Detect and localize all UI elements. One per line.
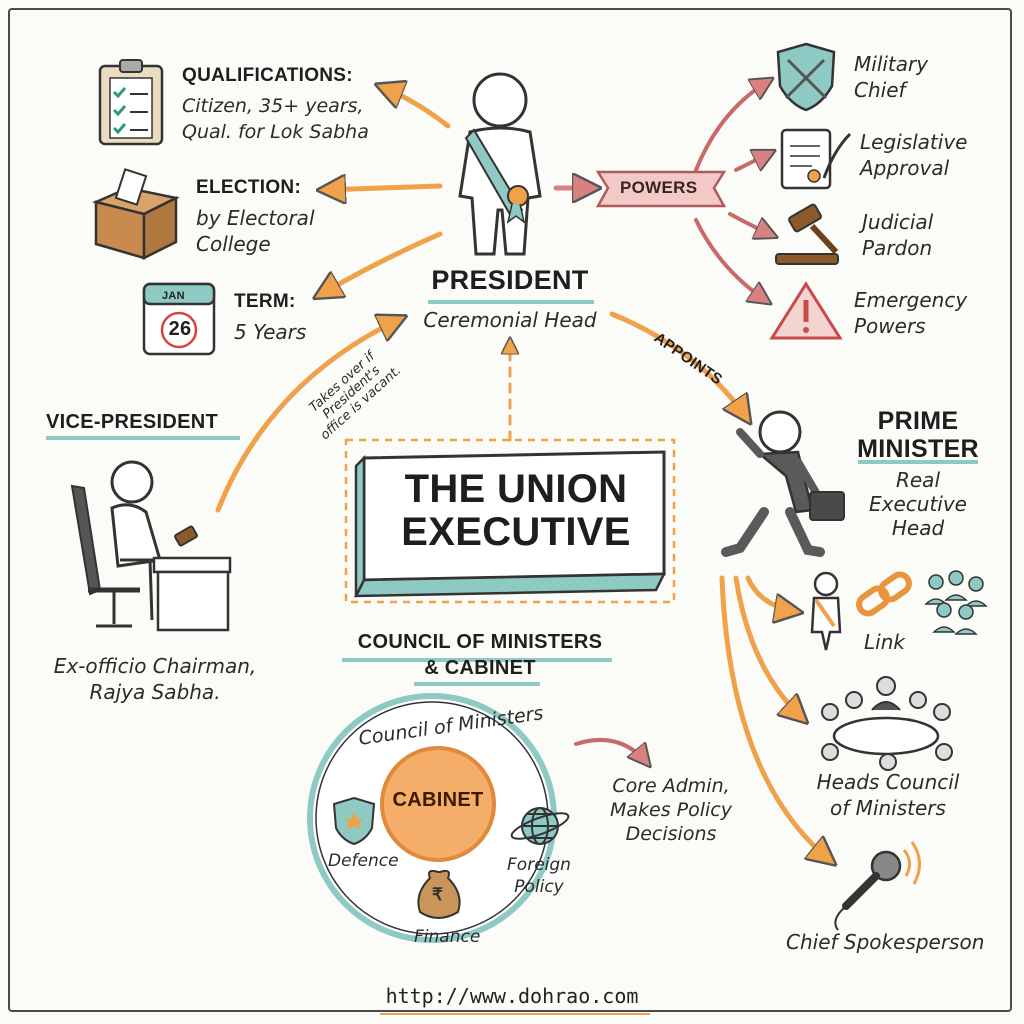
foreign-line2: Policy bbox=[514, 877, 564, 897]
council-heading-line1: COUNCIL OF MINISTERS bbox=[357, 631, 603, 653]
president-arrows bbox=[215, 80, 832, 862]
election-label: ELECTION: bbox=[196, 177, 302, 198]
foreign-line1: Foreign bbox=[507, 855, 571, 875]
council-heading-underline bbox=[342, 658, 612, 686]
core-admin-line1: Core Admin, bbox=[612, 775, 730, 797]
money-bag-icon bbox=[417, 869, 461, 919]
main-title: THE UNION EXECUTIVE bbox=[372, 467, 660, 555]
president-label: PRESIDENT bbox=[431, 265, 589, 295]
president-figure bbox=[458, 72, 542, 256]
arrow-power-legislative bbox=[734, 152, 772, 172]
arrow-vp-to-president bbox=[215, 318, 402, 513]
power-item-4-line2: Powers bbox=[854, 314, 926, 338]
power-item-2-line2: Approval bbox=[860, 156, 950, 180]
arrow-appoints bbox=[609, 311, 748, 420]
power-item-4-line1: Emergency bbox=[854, 288, 968, 312]
power-item-3-line2: Pardon bbox=[862, 236, 933, 260]
qualifications-label: QUALIFICATIONS: bbox=[182, 65, 353, 86]
arrow-pm-spokesperson bbox=[719, 575, 832, 862]
prime-minister-figure bbox=[721, 410, 845, 557]
pm-label-line1: PRIME bbox=[877, 407, 959, 435]
powers-label: POWERS bbox=[620, 178, 698, 197]
arrow-cabinet-core bbox=[574, 737, 648, 764]
core-admin-line3: Decisions bbox=[625, 823, 717, 845]
president-role: Ceremonial Head bbox=[423, 308, 597, 332]
calendar-icon bbox=[142, 282, 216, 356]
warning-icon bbox=[769, 281, 843, 340]
pm-heads-line2: of Ministers bbox=[830, 796, 946, 820]
vp-role-line2: Rajya Sabha. bbox=[89, 680, 221, 704]
ballot-box-icon bbox=[92, 168, 180, 261]
main-title-text: THE UNION EXECUTIVE bbox=[401, 467, 631, 555]
title-box bbox=[344, 438, 676, 604]
pm-label-line2: MINISTER bbox=[857, 435, 979, 463]
election-text-1: by Electoral bbox=[196, 206, 315, 230]
arrow-to-qualifications bbox=[380, 86, 451, 129]
arrow-power-military bbox=[694, 80, 770, 172]
round-table-icon bbox=[821, 676, 953, 771]
powers-banner bbox=[595, 170, 727, 208]
pm-link-label: Link bbox=[864, 630, 905, 654]
calendar-month: JAN bbox=[162, 290, 185, 302]
core-admin-line2: Makes Policy bbox=[610, 799, 732, 821]
finance-label: Finance bbox=[414, 927, 481, 947]
power-item-3-line1: Judicial bbox=[862, 210, 934, 234]
arrow-to-term bbox=[318, 231, 443, 296]
shield-swords-icon bbox=[776, 42, 836, 112]
sash-person-icon bbox=[810, 571, 842, 651]
vice-president-figure bbox=[70, 460, 232, 632]
microphone-icon bbox=[834, 841, 921, 931]
pm-role-line1: Real bbox=[895, 468, 940, 492]
calendar-day: 26 bbox=[168, 318, 192, 340]
page-border bbox=[8, 8, 1012, 1012]
pm-role-line3: Head bbox=[891, 516, 945, 540]
vice-president-label: VICE-PRESIDENT bbox=[46, 411, 219, 433]
pm-role-line2: Executive bbox=[869, 492, 967, 516]
chain-link-icon bbox=[856, 571, 912, 617]
globe-icon bbox=[510, 807, 570, 845]
footer-url[interactable]: http://www.dohrao.com bbox=[385, 984, 639, 1008]
rupee-symbol: ₹ bbox=[432, 885, 444, 904]
vp-role-line1: Ex-officio Chairman, bbox=[53, 654, 257, 678]
gavel-icon bbox=[775, 203, 839, 265]
clipboard-icon bbox=[98, 59, 164, 146]
pm-heads-line1: Heads Council bbox=[816, 770, 960, 794]
council-heading-line2: & CABINET bbox=[424, 657, 536, 679]
qualifications-text-2: Qual. for Lok Sabha bbox=[182, 121, 369, 143]
term-label: TERM: bbox=[234, 291, 296, 312]
power-item-1-line2: Chief bbox=[854, 78, 906, 102]
scroll-quill-icon bbox=[780, 128, 852, 190]
cabinet-label: CABINET bbox=[392, 789, 484, 811]
power-item-2-line1: Legislative bbox=[860, 130, 968, 154]
arrow-power-judicial bbox=[728, 212, 774, 236]
arrow-pm-link bbox=[745, 575, 798, 612]
council-circle bbox=[307, 693, 557, 943]
arrow-pm-heads bbox=[733, 575, 804, 720]
qualifications-text-1: Citizen, 35+ years, bbox=[182, 95, 364, 117]
election-text-2: College bbox=[196, 232, 271, 256]
pm-spokesperson: Chief Spokesperson bbox=[786, 930, 985, 954]
arrow-power-emergency bbox=[694, 218, 768, 302]
arrow-to-election bbox=[322, 186, 443, 190]
people-group-icon bbox=[924, 570, 988, 635]
power-item-1-line1: Military bbox=[854, 52, 929, 76]
term-text: 5 Years bbox=[234, 320, 307, 344]
defence-label: Defence bbox=[328, 851, 399, 871]
defence-shield-icon bbox=[332, 796, 376, 846]
